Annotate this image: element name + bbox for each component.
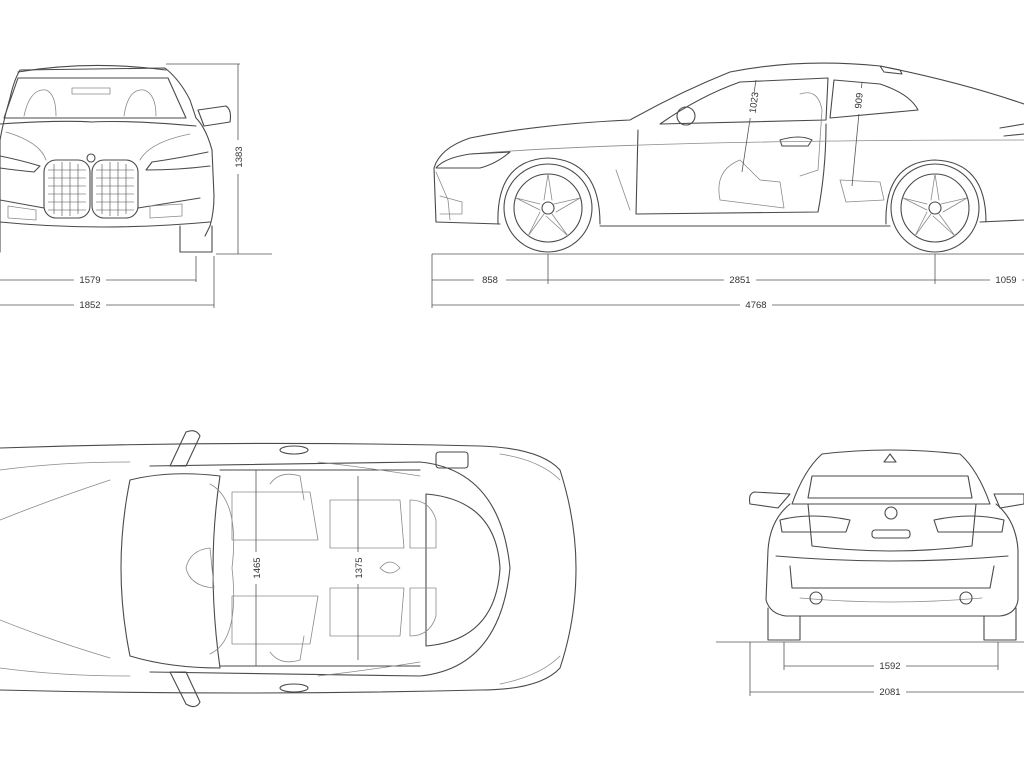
front-overhang-label: 858 <box>482 275 498 286</box>
front-width-label: 1852 <box>79 300 100 311</box>
front-shoulder-label: 1465 <box>252 557 263 578</box>
wheelbase-label: 2851 <box>729 275 750 286</box>
rear-track-label: 1592 <box>879 661 900 672</box>
rear-view: 1592 2081 <box>716 449 1024 698</box>
side-view: 1023 909 858 2851 1059 4768 <box>431 62 1024 311</box>
overall-length-label: 4768 <box>745 300 766 311</box>
width-mirrors-label: 2081 <box>879 687 900 698</box>
rear-shoulder-label: 1375 <box>354 557 365 578</box>
rear-headroom-label: 909 <box>853 92 866 109</box>
front-view: 1383 1579 1852 <box>0 63 272 311</box>
front-height-label: 1383 <box>234 146 245 167</box>
top-view: 1465 1375 <box>0 430 577 708</box>
front-track-label: 1579 <box>79 275 100 286</box>
front-headroom-label: 1023 <box>748 91 762 113</box>
rear-overhang-label: 1059 <box>995 275 1016 286</box>
